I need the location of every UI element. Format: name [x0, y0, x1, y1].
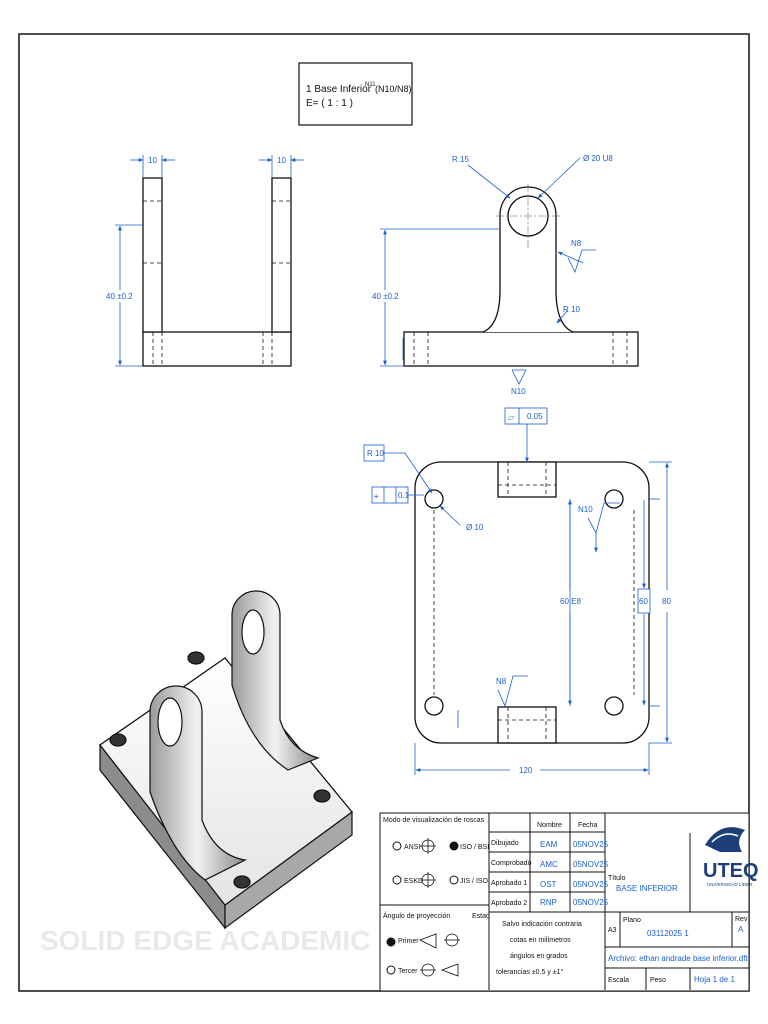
thread-option-ansi: ANSI [404, 844, 420, 851]
size-value: A3 [608, 927, 617, 934]
side-finish-n8: N8 [571, 239, 582, 248]
title-label: Título [608, 875, 626, 882]
general-note-line: ángulos en grados [510, 953, 568, 960]
row-role: Dibujado [491, 840, 519, 847]
col-date-header: Fecha [578, 822, 598, 829]
thread-mode-title: Modo de visualización de roscas [383, 817, 485, 824]
side-view [380, 157, 639, 385]
top-dim-120: 120 [519, 766, 533, 775]
row-role: Aprobado 1 [491, 880, 527, 887]
front-dim-right: 10 [277, 156, 286, 165]
logo-text: UTEQ [703, 860, 759, 882]
view-label-finish: N11 [365, 82, 376, 88]
view-label: 1 Base Inferior N11 (N10/N8) E= ( 1 : 1 … [298, 62, 413, 126]
top-finish-n10: N10 [578, 505, 593, 514]
file-value: Archivo: ethan andrade base inferior.dft [608, 954, 748, 963]
row-name: OST [540, 880, 557, 889]
row-name: EAM [540, 840, 558, 849]
title-value: BASE INFERIOR [616, 884, 678, 893]
title-block-text: Modo de visualización de roscas ANSI ISO… [383, 817, 748, 984]
scale-label: Escala [608, 977, 629, 984]
general-note-line: cotas en milímetros [510, 937, 571, 944]
row-role: Comprobado [491, 860, 532, 867]
plan-label: Plano [623, 917, 641, 924]
thread-option-iso-bsi: ISO / BSI [460, 844, 489, 851]
thread-option-eskd: ESKD [404, 878, 423, 885]
side-hole-label: Ø 20 U8 [583, 154, 613, 163]
top-finish-n8: N8 [496, 677, 507, 686]
side-dim-height: 40 ±0.2 [372, 292, 399, 301]
row-date: 05NOV25 [573, 898, 609, 907]
row-name: AMC [540, 860, 558, 869]
general-note-line: tolerancias ±0.5 y ±1° [496, 968, 563, 976]
row-date: 05NOV25 [573, 840, 609, 849]
row-date: 05NOV25 [573, 880, 609, 889]
plan-value: 03112025 1 [647, 929, 689, 938]
thread-option-jis-iso: JIS / ISO [460, 878, 489, 885]
top-position-tol: 0.1 [398, 491, 410, 500]
side-radius-label: R 15 [452, 155, 469, 164]
view-label-scale: E= ( 1 : 1 ) [306, 98, 353, 109]
rev-label: Rev [735, 916, 748, 923]
uteq-logo: UTEQ UNIVERSIDAD LÍDER [703, 827, 759, 887]
top-hole-label: Ø 10 [466, 523, 484, 532]
projection-option-third: Tercer [398, 968, 418, 975]
logo-subtext: UNIVERSIDAD LÍDER [707, 881, 753, 887]
position-symbol-icon: ⌖ [374, 492, 379, 501]
row-name: RNP [540, 898, 557, 907]
side-radius-small: R 10 [563, 305, 580, 314]
projection-option-first: Primer [398, 938, 419, 945]
top-dim-80: 80 [662, 597, 671, 606]
top-flatness-value: 0.05 [527, 412, 543, 421]
front-dim-left: 10 [148, 156, 157, 165]
row-date: 05NOV25 [573, 860, 609, 869]
weight-label: Peso [650, 977, 666, 984]
row-role: Aprobado 2 [491, 900, 527, 907]
top-radius-label: R 10 [367, 449, 384, 458]
side-finish-n10: N10 [511, 387, 526, 396]
isometric-view [99, 590, 353, 930]
front-view [115, 155, 304, 367]
general-note-line: Salvo indicación contraria [502, 921, 582, 928]
rev-value: A [738, 925, 744, 934]
flatness-symbol-icon: ⏥ [508, 413, 515, 422]
col-name-header: Nombre [537, 822, 562, 829]
top-dim-60-box: 60 [639, 597, 648, 606]
top-view [363, 407, 672, 775]
top-dim-60: 60 E8 [560, 597, 581, 606]
state-label: Estad [472, 913, 490, 920]
sheet-value: Hoja 1 de 1 [694, 975, 735, 984]
view-label-finish-paren: (N10/N8) [375, 84, 412, 94]
view-label-title: 1 Base Inferior [306, 84, 372, 95]
projection-title: Ángulo de proyección [383, 911, 450, 920]
title-block [379, 812, 750, 992]
front-dim-height: 40 ±0.2 [106, 292, 133, 301]
